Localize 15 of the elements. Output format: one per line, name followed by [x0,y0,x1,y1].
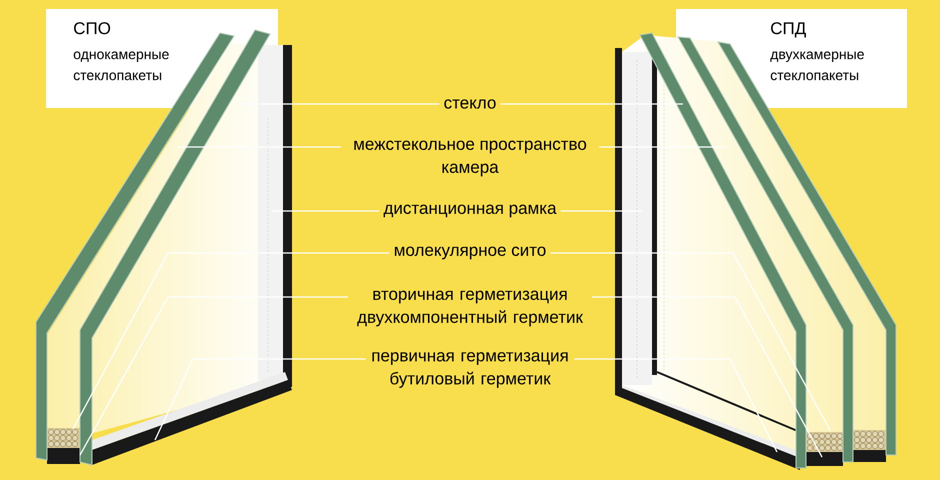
leader-line [272,210,380,212]
part-label: стекло [444,99,496,109]
part-label: вторичная герметизация двухкомпонентный герметик [357,290,584,326]
part-label: молекулярное сито [394,246,546,260]
leader-line [550,252,831,430]
leader-line [560,210,643,212]
leader-line [240,103,440,105]
leader-line [599,146,727,148]
part-label: дистанционная рамка [384,204,557,218]
leader-line [72,252,390,430]
leader-line [592,296,823,458]
part-label: межстекольное пространство камера [354,140,586,176]
leader-line [79,296,348,456]
part-label: первичная герметизация бутиловый герметик [372,352,568,388]
leader-line [500,103,683,105]
